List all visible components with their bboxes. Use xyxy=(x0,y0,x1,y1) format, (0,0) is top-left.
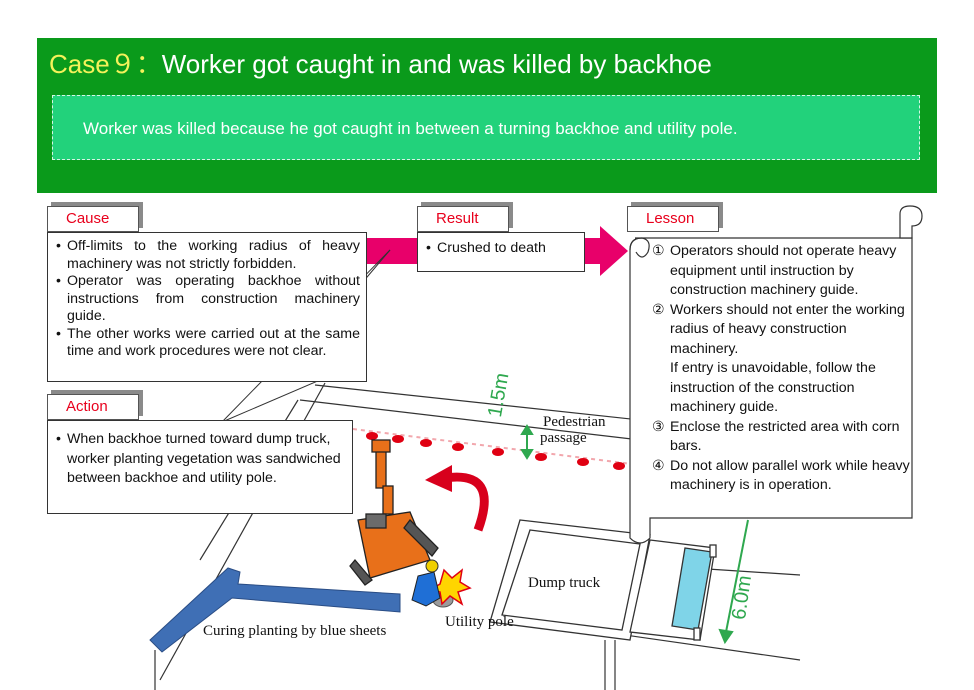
utility-pole-label: Utility pole xyxy=(445,614,514,630)
lesson-text: Workers should not enter the working rad… xyxy=(670,301,905,357)
result-item: Crushed to death xyxy=(423,240,578,258)
lesson-list: ① Operators should not operate heavy equ… xyxy=(652,242,912,496)
result-lesson-arrow xyxy=(585,226,628,276)
cause-result-arrow xyxy=(365,238,418,264)
worker-figure xyxy=(411,559,441,607)
pedestrian-dots xyxy=(366,432,625,470)
pedestrian-label-line2: passage xyxy=(540,430,587,446)
case-separator: ： xyxy=(135,49,162,79)
pedestrian-label-line1: Pedestrian xyxy=(543,414,606,430)
cause-item: The other works were carried out at the … xyxy=(53,326,360,361)
action-item: When backhoe turned toward dump truck, w… xyxy=(53,430,346,489)
cause-tag: Cause xyxy=(47,206,139,232)
dump-truck-label: Dump truck xyxy=(528,575,601,591)
summary-box: Worker was killed because he got caught … xyxy=(52,95,920,160)
lesson-number: ④ xyxy=(652,457,665,474)
lesson-number: ① xyxy=(652,243,665,259)
lesson-text: Enclose the restricted area with corn ba… xyxy=(670,418,900,455)
blue-sheet-drawing xyxy=(149,567,401,653)
backhoe-drawing xyxy=(349,439,439,586)
lesson-scroll xyxy=(629,205,923,544)
action-box: When backhoe turned toward dump truck, w… xyxy=(47,420,353,514)
page-title: Case９：Worker got caught in and was kille… xyxy=(49,44,712,81)
summary-text: Worker was killed because he got caught … xyxy=(83,119,738,138)
pedestrian-line xyxy=(344,427,641,466)
header-banner: Case９：Worker got caught in and was kille… xyxy=(37,38,937,193)
cause-item: Operator was operating backhoe without i… xyxy=(53,273,360,326)
lesson-tag: Lesson xyxy=(627,206,719,232)
dump-truck-drawing xyxy=(489,519,717,641)
lesson-item: ④ Do not allow parallel work while heavy… xyxy=(652,457,912,496)
rotation-arrow xyxy=(444,472,489,532)
rotation-arrow-head xyxy=(425,465,452,492)
lesson-item: ② Workers should not enter the working r… xyxy=(652,301,912,360)
result-box: Crushed to death xyxy=(417,232,585,272)
dim-passage-arrow xyxy=(520,424,534,460)
lesson-text: Do not allow parallel work while heavy m… xyxy=(670,457,910,494)
dim-radius-arrow xyxy=(718,519,749,645)
lesson-text: Operators should not operate heavy equip… xyxy=(670,243,897,298)
curing-label: Curing planting by blue sheets xyxy=(203,623,387,639)
result-tag: Result xyxy=(417,206,509,232)
title-text: Worker got caught in and was killed by b… xyxy=(161,49,712,79)
lesson-number: ③ xyxy=(652,418,665,435)
lesson-item: ③ Enclose the restricted area with corn … xyxy=(652,418,912,457)
case-label: Case９ xyxy=(49,49,136,79)
cause-item: Off-limits to the working radius of heav… xyxy=(53,238,360,273)
lesson-item: ① Operators should not operate heavy equ… xyxy=(652,242,912,301)
lesson-number: ② xyxy=(652,301,665,318)
cause-box: Off-limits to the working radius of heav… xyxy=(47,232,367,382)
action-tag: Action xyxy=(47,394,139,420)
callout-line-3 xyxy=(221,379,321,423)
lesson-extra: If entry is unavoidable, follow the inst… xyxy=(670,360,876,415)
